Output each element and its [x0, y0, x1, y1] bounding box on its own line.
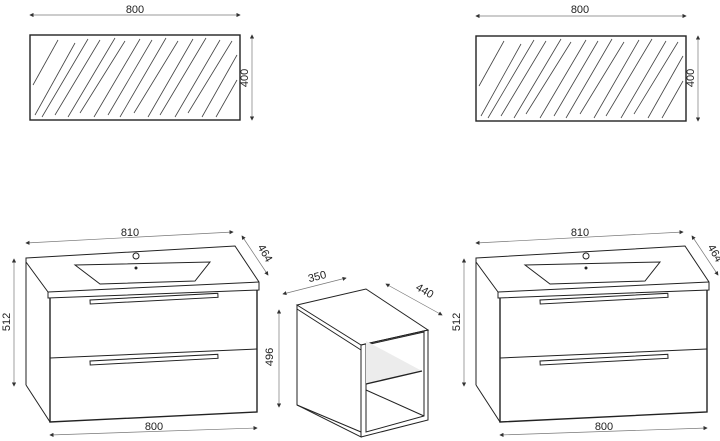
vanity-left-height: 512: [1, 313, 13, 331]
mirror-right-height: 400: [685, 69, 697, 87]
vanity-right-height: 512: [451, 313, 463, 331]
vanity-left-top-width: 810: [121, 227, 139, 239]
vanity-left-cabinet-width: 800: [145, 421, 163, 433]
side-cabinet-depth: 440: [414, 282, 436, 302]
vanity-left-depth: 464: [255, 243, 275, 265]
mirror-left-height: 400: [239, 69, 251, 87]
side-cabinet: [276, 276, 443, 438]
mirror-right: [476, 16, 698, 121]
vanity-right-cabinet-width: 800: [595, 421, 613, 433]
side-cabinet-width: 350: [307, 269, 328, 285]
vanity-right-top-width: 810: [571, 227, 589, 239]
side-cabinet-height: 496: [264, 348, 276, 366]
mirror-left: [30, 15, 252, 120]
vanity-left: [14, 232, 268, 435]
mirror-left-width: 800: [126, 4, 144, 16]
vanity-right-depth: 464: [705, 243, 720, 265]
vanity-right: [464, 232, 718, 435]
mirror-right-width: 800: [571, 4, 589, 16]
